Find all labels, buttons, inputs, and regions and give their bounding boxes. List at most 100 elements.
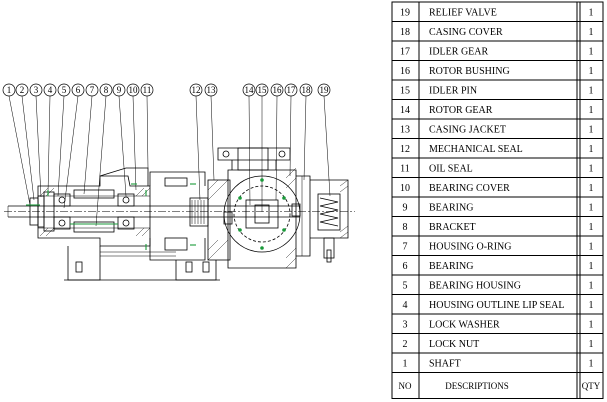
table-row: 18 CASING COVER 1 (400, 27, 594, 38)
callout-leader-line (21, 95, 35, 201)
callout-balloon (299, 83, 313, 97)
callout-1: 1 (2, 83, 31, 206)
row-description: CASING JACKET (429, 125, 506, 136)
callout-12: 12 (189, 83, 203, 201)
header-descriptions: DESCRIPTIONS (445, 381, 509, 391)
row-qty: 1 (589, 27, 594, 38)
callout-9: 9 (112, 83, 127, 197)
callout-balloon (43, 83, 57, 97)
callout-label: 14 (245, 85, 255, 95)
row-description: OIL SEAL (429, 164, 473, 175)
callout-10: 10 (126, 83, 140, 191)
callout-balloon (85, 83, 99, 97)
bearing-housing (37, 175, 151, 247)
callout-label: 6 (76, 85, 81, 95)
row-qty: 1 (589, 105, 594, 116)
callout-leader-line (248, 95, 251, 206)
callout-label: 12 (192, 85, 201, 95)
callout-leader-line (195, 95, 201, 201)
callout-balloon (15, 83, 29, 97)
callout-leader-line (95, 95, 107, 227)
row-qty: 1 (589, 66, 594, 77)
row-description: CASING COVER (429, 27, 503, 38)
callout-leader-line (118, 95, 127, 197)
callout-label: 4 (48, 85, 53, 95)
row-description: HOUSING O-RING (429, 242, 512, 253)
callout-leader-line (57, 95, 65, 197)
row-qty: 1 (589, 359, 594, 370)
casing-jacket (207, 179, 231, 261)
callout-balloon (284, 83, 298, 97)
row-qty: 1 (589, 86, 594, 97)
callout-17: 17 (284, 83, 298, 177)
pump-casing (217, 147, 301, 269)
row-no: 7 (403, 242, 408, 253)
row-qty: 1 (589, 203, 594, 214)
callout-4: 4 (43, 83, 57, 194)
callout-18: 18 (299, 83, 313, 181)
callout-label: 3 (34, 85, 39, 95)
mechanical-seal (189, 197, 209, 227)
row-no: 13 (400, 125, 410, 136)
row-description: BEARING COVER (429, 183, 510, 194)
row-no: 14 (400, 105, 410, 116)
callout-leader-line (35, 95, 42, 198)
parts-table-header: NO DESCRIPTIONS QTY (399, 381, 601, 391)
callout-label: 17 (287, 85, 297, 95)
callout-balloon (57, 83, 71, 97)
relief-valve (310, 179, 349, 263)
row-description: LOCK NUT (429, 339, 479, 350)
row-description: HOUSING OUTLINE LIP SEAL (429, 300, 564, 311)
row-qty: 1 (589, 144, 594, 155)
table-row: 2 LOCK NUT 1 (403, 339, 594, 350)
callout-leader-line (63, 95, 79, 209)
row-no: 12 (400, 144, 410, 155)
row-qty: 1 (589, 261, 594, 272)
callout-leader-line (47, 95, 51, 194)
row-qty: 1 (589, 183, 594, 194)
row-description: BEARING (429, 261, 473, 272)
callout-leader-line (323, 95, 331, 197)
row-qty: 1 (589, 8, 594, 19)
row-no: 2 (403, 339, 408, 350)
callout-leader-line (210, 95, 215, 181)
row-description: SHAFT (429, 359, 461, 370)
row-description: BEARING HOUSING (429, 281, 521, 292)
table-border (391, 1, 604, 399)
callout-19: 19 (317, 83, 331, 197)
callout-15: 15 (255, 83, 269, 212)
row-description: IDLER GEAR (429, 47, 488, 58)
row-description: ROTOR GEAR (429, 105, 493, 116)
bracket (64, 167, 220, 281)
row-no: 18 (400, 27, 410, 38)
row-qty: 1 (589, 339, 594, 350)
callout-6: 6 (63, 83, 85, 209)
row-qty: 1 (589, 242, 594, 253)
callout-5: 5 (57, 83, 71, 197)
callout-leader-line (303, 95, 307, 181)
row-description: MECHANICAL SEAL (429, 144, 523, 155)
row-no: 3 (403, 320, 408, 331)
header-no: NO (399, 381, 412, 391)
callout-leader-line (146, 95, 149, 169)
callout-label: 11 (143, 85, 152, 95)
row-description: BRACKET (429, 222, 476, 233)
row-description: RELIEF VALVE (429, 8, 497, 19)
parts-table-grid (391, 1, 604, 399)
callout-balloon (204, 83, 218, 97)
row-no: 8 (403, 222, 408, 233)
row-description: LOCK WASHER (429, 320, 500, 331)
